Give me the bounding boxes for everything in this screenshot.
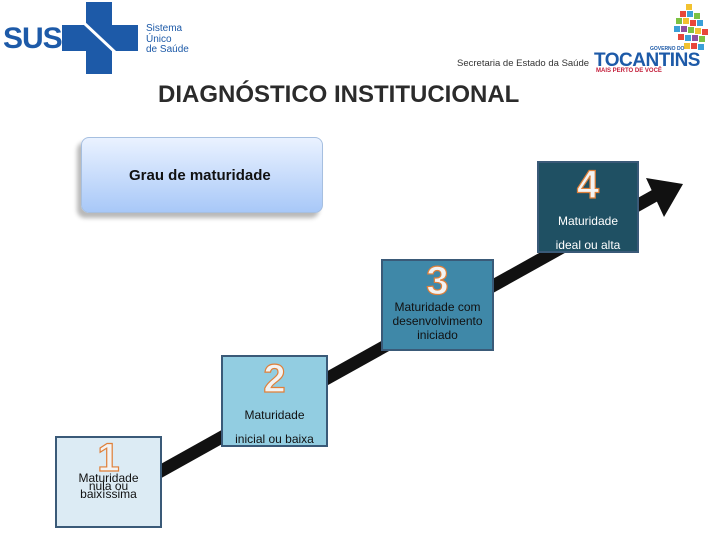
step-label-line: Maturidade [244, 408, 305, 422]
arrow-head [646, 178, 683, 217]
step-label-line: Maturidade [78, 471, 139, 485]
step-2-box: 2 Maturidade inicial ou baixa [221, 355, 328, 447]
maturity-label-text: Grau de maturidade [129, 167, 271, 184]
tocantins-logo-text: TOCANTINS [594, 50, 700, 71]
step-number: 4 [576, 163, 600, 207]
step-label-line: Maturidade com [394, 300, 481, 314]
sus-logo-subtitle: Sistema Único de Saúde [146, 23, 189, 56]
sus-subtitle-line: Único [146, 33, 172, 45]
maturity-label-box: Grau de maturidade [81, 137, 323, 213]
step-1-box: 1 Maturidade nula ou baixíssima [55, 436, 162, 528]
step-3-box: 3 Maturidade com desenvolvimento iniciad… [381, 259, 494, 351]
sus-subtitle-line: de Saúde [146, 44, 189, 55]
sus-cross-icon [62, 2, 138, 74]
step-label-line: inicial ou baixa [235, 432, 314, 446]
page-title: DIAGNÓSTICO INSTITUCIONAL [158, 81, 520, 108]
tocantins-slogan: MAIS PERTO DE VOCÊ [596, 68, 662, 74]
sus-subtitle-line: Sistema [146, 23, 183, 34]
step-number: 1 [97, 436, 120, 480]
step-label-line: baixíssima [80, 487, 137, 501]
step-label-line: Maturidade [557, 214, 619, 228]
step-4-box: 4 Maturidade ideal ou alta [537, 161, 639, 253]
step-number: 3 [426, 259, 449, 303]
tocantins-map-icon [674, 4, 708, 50]
secretaria-label: Secretaria de Estado da Saúde [457, 58, 590, 69]
step-label-line: iniciado [417, 328, 458, 342]
step-label-line: desenvolvimento [392, 314, 483, 328]
step-label-line: nula ou [88, 479, 129, 493]
sus-logo-text: SUS [3, 22, 63, 55]
step-label-line: ideal ou alta [555, 238, 621, 252]
step-number: 2 [263, 357, 286, 401]
governo-label: GOVERNO DO [650, 46, 685, 52]
